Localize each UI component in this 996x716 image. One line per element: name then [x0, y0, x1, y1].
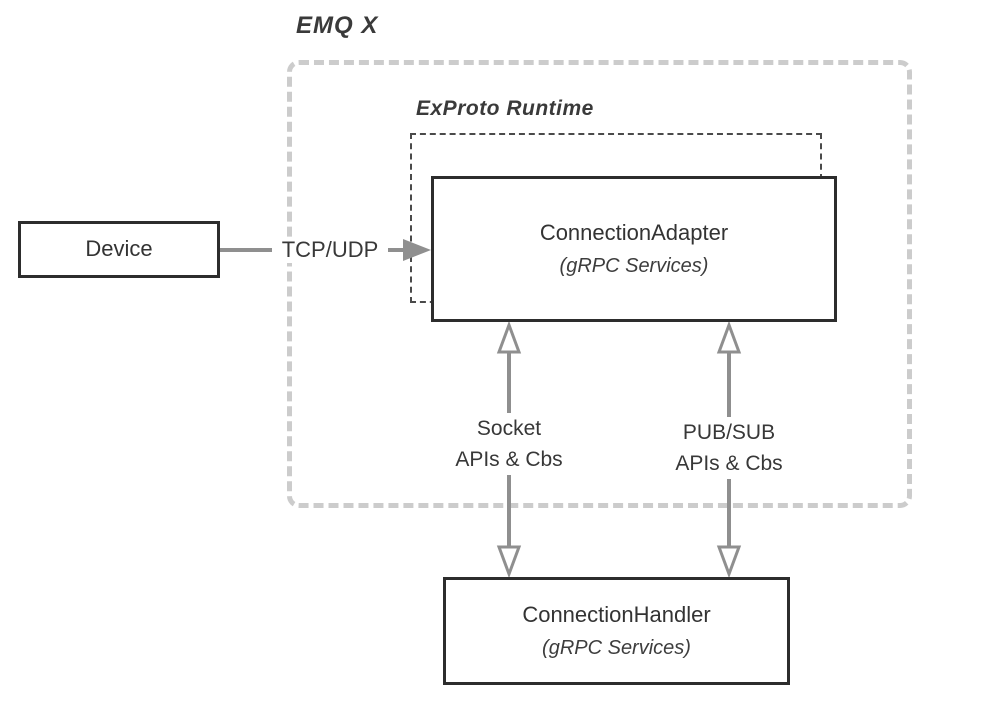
tcp-udp-edge-label: TCP/UDP: [272, 237, 388, 263]
connection-adapter-subtitle: (gRPC Services): [559, 254, 709, 277]
device-node: Device: [18, 221, 220, 278]
exproto-runtime-title: ExProto Runtime: [416, 97, 594, 120]
pubsub-edge-label-line1: PUB/SUB: [682, 421, 776, 444]
connection-handler-subtitle: (gRPC Services): [542, 636, 691, 659]
connection-adapter-title: ConnectionAdapter: [539, 220, 729, 246]
connection-handler-title: ConnectionHandler: [522, 602, 711, 628]
pubsub-edge-label: PUB/SUB APIs & Cbs: [662, 417, 796, 479]
socket-edge-label-line2: APIs & Cbs: [455, 448, 563, 471]
arrowhead-down-icon: [496, 545, 522, 579]
emqx-dashed-region: [287, 60, 912, 508]
socket-edge-label: Socket APIs & Cbs: [447, 413, 571, 475]
emqx-region-title: EMQ X: [296, 12, 379, 39]
socket-edge-label-line1: Socket: [476, 417, 542, 440]
device-node-label: Device: [85, 236, 153, 262]
connection-handler-node: ConnectionHandler (gRPC Services): [443, 577, 790, 685]
arrowhead-down-icon: [716, 545, 742, 579]
pubsub-edge-label-line2: APIs & Cbs: [675, 452, 783, 475]
connection-adapter-node: ConnectionAdapter (gRPC Services): [431, 176, 837, 322]
